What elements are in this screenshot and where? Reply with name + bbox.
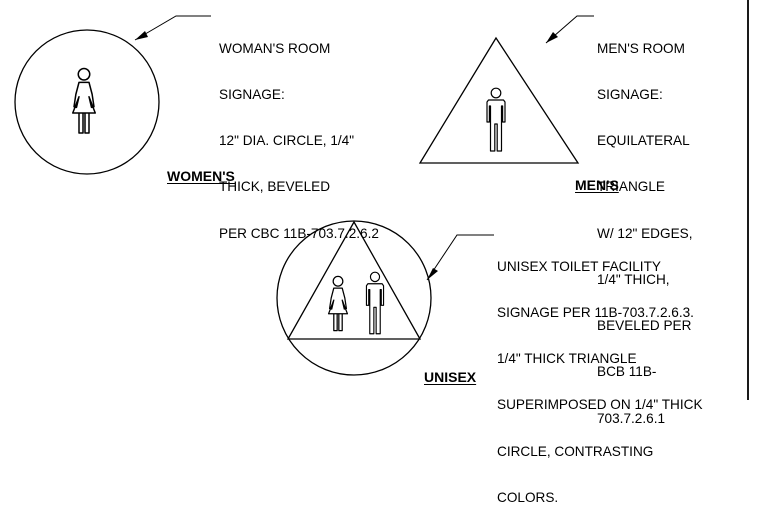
women-leader-arrow	[135, 31, 148, 40]
woman-figure-icon	[72, 67, 96, 134]
man-figure-icon	[365, 271, 385, 335]
men-note-line: BEVELED PER	[597, 318, 692, 334]
men-caption: MEN'S	[575, 177, 619, 193]
women-note-line: THICK, BEVELED	[219, 179, 331, 195]
men-note-line: 1/4" THICH,	[597, 271, 670, 287]
men-note-line: W/ 12" EDGES,	[597, 225, 693, 241]
unisex-caption: UNISEX	[424, 369, 477, 385]
men-note-line: SIGNAGE:	[597, 87, 663, 103]
women-caption: WOMEN'S	[167, 168, 235, 184]
men-leader-line	[545, 15, 594, 44]
unisex-sign-note: UNISEX TOILET FACILITY SIGNAGE PER 11B-7…	[497, 228, 703, 521]
men-leader-arrow	[546, 32, 558, 43]
women-note-line: SIGNAGE:	[219, 87, 285, 103]
signage-detail-drawing	[14, 0, 749, 400]
women-sign-note: WOMAN'S ROOM SIGNAGE: 12" DIA. CIRCLE, 1…	[219, 10, 379, 257]
man-figure-icon	[486, 87, 506, 152]
woman-figure-icon	[327, 275, 349, 332]
unisex-note-line: 1/4" THICK TRIANGLE	[497, 351, 637, 367]
women-note-line: WOMAN'S ROOM	[219, 40, 331, 56]
women-note-line: 12" DIA. CIRCLE, 1/4"	[219, 133, 355, 149]
unisex-leader-arrow	[427, 268, 438, 280]
women-leader-line	[134, 15, 211, 41]
women-note-line: PER CBC 11B-703.7.2.6.2	[219, 225, 379, 241]
men-note-line: EQUILATERAL	[597, 133, 690, 149]
unisex-note-line: CIRCLE, CONTRASTING	[497, 443, 654, 459]
men-sign-note: MEN'S ROOM SIGNAGE: EQUILATERAL TRIANGLE…	[597, 10, 692, 441]
women-sign-circle	[14, 29, 160, 175]
unisex-sign-triangle	[286, 220, 422, 340]
unisex-note-line: UNISEX TOILET FACILITY	[497, 258, 661, 274]
unisex-note-line: COLORS.	[497, 489, 559, 505]
men-note-line: BCB 11B-	[597, 364, 657, 380]
men-sign-triangle	[418, 36, 580, 164]
unisex-leader-line	[426, 234, 494, 281]
men-note-line: TRIANGLE	[597, 179, 665, 195]
unisex-note-line: SIGNAGE PER 11B-703.7.2.6.3.	[497, 305, 694, 321]
men-note-line: MEN'S ROOM	[597, 40, 685, 56]
